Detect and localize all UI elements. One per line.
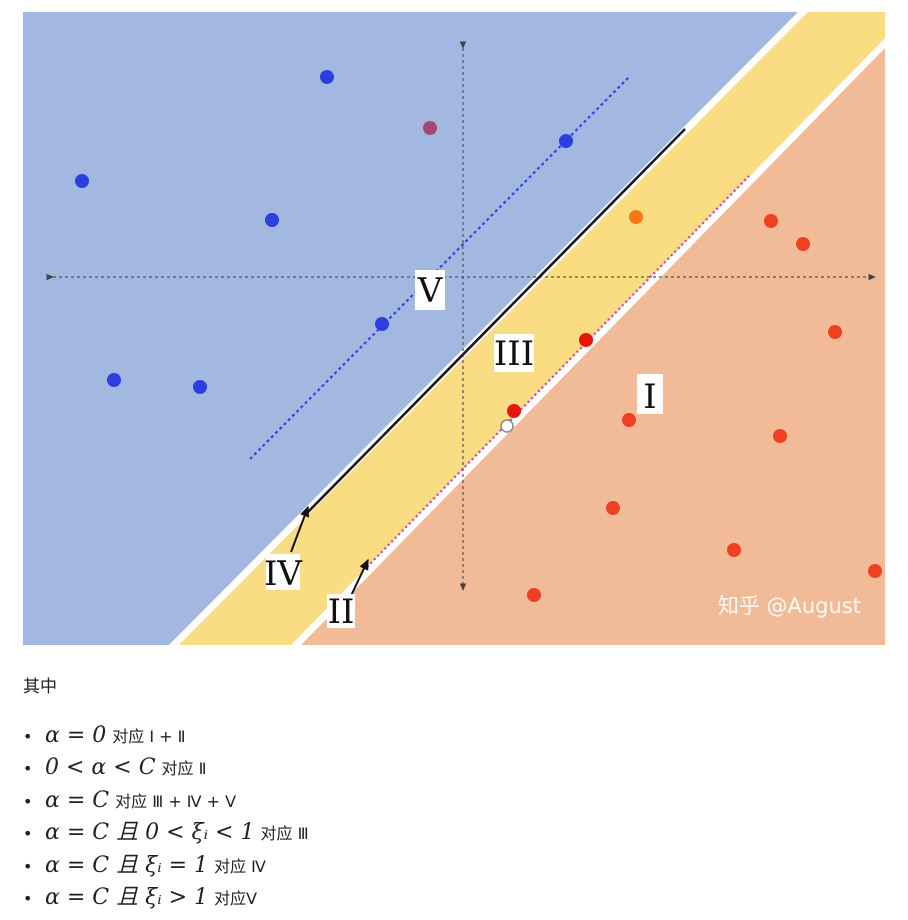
caption: 其中 [23,677,57,697]
positive-point [773,429,787,443]
region-label-iii: III [494,334,534,374]
negative-point [193,380,207,394]
label-bg-iv [266,554,300,590]
negative-point [375,317,389,331]
region-v-negative [23,12,798,645]
condition-formula: 0 < α < C [45,755,156,781]
region-label-iv: IV [264,554,303,594]
positive-point-support [507,404,521,418]
positive-point [828,325,842,339]
arrow-ii [348,558,369,601]
condition-region: 对应Ⅴ [214,888,258,908]
margin-band [179,12,885,645]
positive-point [796,237,810,251]
bullet: • [23,888,33,908]
misclassified-point [423,121,437,135]
condition-formula: α = 0 [45,723,107,748]
negative-point [320,70,334,84]
positive-point [527,588,541,602]
svm-margin-diagram: V III I IV II 知乎 @August [23,12,885,645]
positive-point [727,543,741,557]
label-bg-iii [494,334,534,372]
label-bg-ii [327,594,355,628]
positive-point-support [579,333,593,347]
region-label-v: V [417,271,444,311]
region-label-ii: II [328,592,355,632]
bullet: • [23,791,33,811]
label-bg-i [637,374,663,414]
region-label-i: I [643,377,656,417]
bullet: • [23,824,33,844]
label-bg-v [415,270,445,310]
condition-formula: α = C 且 ξᵢ = 1 [45,852,209,878]
condition-region: 对应 Ⅲ [260,824,309,844]
hollow-point [500,419,514,433]
condition-formula: α = C [45,787,110,813]
watermark: 知乎 @August [718,594,861,618]
negative-point [265,213,279,227]
positive-point [606,501,620,515]
bullet: • [23,856,33,876]
positive-point [868,564,882,578]
positive-point [622,413,636,427]
condition-region: 对应 Ⅲ + Ⅳ + Ⅴ [115,791,237,811]
negative-point [559,134,573,148]
negative-point [107,373,121,387]
positive-point-margin [629,210,643,224]
list-item: • α = 0 对应 Ⅰ + Ⅱ [23,720,309,752]
support-line-black [305,128,686,515]
arrow-iv [290,505,310,553]
positive-point [764,214,778,228]
bullet: • [23,759,33,779]
negative-point [75,174,89,188]
condition-region: 对应 Ⅱ [161,759,207,779]
condition-formula: α = C 且 0 < ξᵢ < 1 [45,820,255,846]
bullet: • [23,727,33,746]
condition-formula: α = C 且 ξᵢ > 1 [45,884,209,910]
condition-region: 对应 Ⅳ [214,856,266,876]
positive-margin-line [366,175,750,568]
condition-region: 对应 Ⅰ + Ⅱ [112,727,186,746]
